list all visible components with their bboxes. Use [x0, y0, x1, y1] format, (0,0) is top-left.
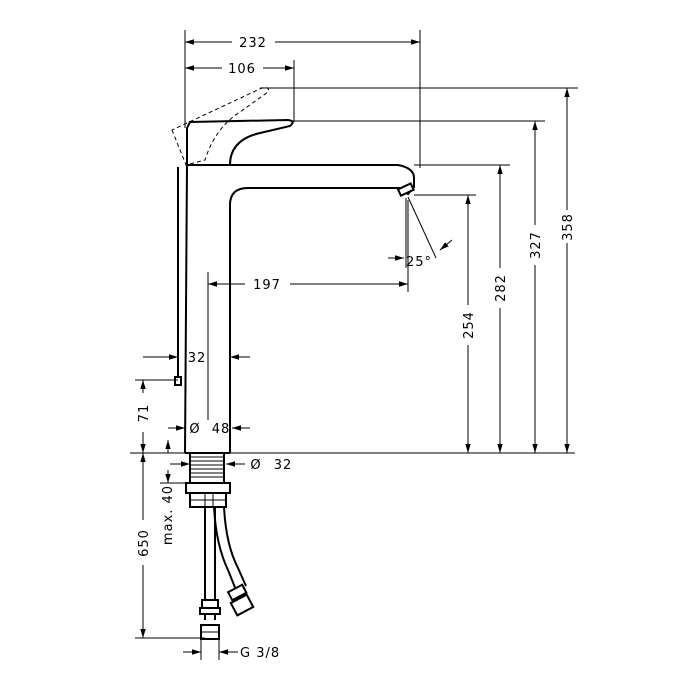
dim-height-total: 358	[561, 213, 576, 241]
threaded-shank	[185, 452, 231, 508]
dim-height-outlet: 254	[462, 311, 477, 339]
dim-body-diameter-symbol: Ø	[189, 422, 200, 437]
dim-shank-diameter-symbol: Ø	[250, 458, 261, 473]
dim-height-spout: 282	[494, 274, 509, 302]
dim-handle-height: 71	[137, 404, 152, 423]
dim-shank-diameter: 32	[274, 458, 293, 473]
dim-body-diameter: 48	[212, 422, 231, 437]
dim-max-clamp: max. 40	[161, 485, 176, 545]
dim-handle-offset: 32	[188, 351, 207, 366]
dim-connection: G 3/8	[240, 646, 280, 661]
faucet-body	[184, 164, 415, 454]
dim-hose-length: 650	[137, 529, 152, 557]
dim-height-handle: 327	[529, 231, 544, 259]
dimension-labels: 232 106 197 32 Ø 48 Ø 32 25° 254 282 327…	[137, 36, 576, 661]
dimension-lines	[135, 30, 578, 660]
dim-total-width: 232	[239, 36, 267, 51]
dim-handle-reach: 106	[228, 62, 256, 77]
supply-hoses	[199, 506, 255, 640]
drain-rod	[174, 167, 182, 386]
dim-spray-angle: 25°	[406, 255, 432, 270]
dim-spout-reach: 197	[253, 278, 281, 293]
lever-handle	[171, 87, 294, 166]
